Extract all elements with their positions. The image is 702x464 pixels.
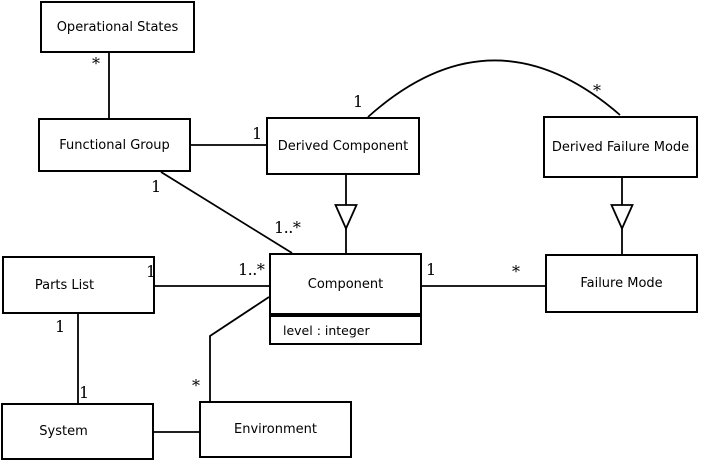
class-derived-component-label: Derived Component [277, 138, 409, 154]
multiplicity-environment-star: * [192, 376, 200, 395]
generalization-arrow-component-icon [334, 204, 358, 231]
class-component-label: Component [307, 276, 384, 292]
multiplicity-arc-derived-failure-mode-star: * [593, 81, 601, 100]
class-system-label: System [39, 424, 88, 439]
class-failure-mode: Failure Mode [545, 254, 698, 313]
class-component-attributes: level : integer [269, 315, 422, 345]
multiplicity-operational-states-star: * [92, 54, 100, 73]
edge-functional-group-component [160, 171, 293, 254]
class-component-attribute-level: level : integer [283, 322, 370, 338]
class-environment: Environment [199, 401, 352, 458]
multiplicity-parts-list-component-many: 1..* [238, 260, 265, 279]
multiplicity-derived-component-one: 1 [252, 124, 262, 143]
multiplicity-component-failure-mode-one: 1 [426, 260, 436, 279]
multiplicity-component-many: 1..* [274, 218, 301, 237]
multiplicity-failure-mode-star: * [512, 262, 520, 281]
class-functional-group: Functional Group [38, 118, 191, 172]
multiplicity-arc-derived-component-one: 1 [353, 92, 363, 111]
class-parts-list-label: Parts List [34, 277, 95, 293]
class-component: Component [269, 253, 422, 315]
class-functional-group-label: Functional Group [59, 137, 170, 153]
generalization-arrow-failure-mode-icon [610, 204, 634, 231]
multiplicity-parts-list-system-one: 1 [55, 317, 65, 336]
class-derived-component: Derived Component [266, 117, 420, 175]
edge-arc-derived-component-derived-failure-mode [367, 59, 621, 118]
class-derived-failure-mode-label: Derived Failure Mode [551, 139, 690, 155]
multiplicity-functional-group-one: 1 [151, 177, 161, 196]
class-system: System [1, 403, 154, 460]
multiplicity-parts-list-one: 1 [146, 262, 156, 281]
class-environment-label: Environment [233, 422, 317, 437]
edge-component-environment [209, 296, 270, 401]
class-parts-list: Parts List [2, 256, 155, 314]
class-derived-failure-mode: Derived Failure Mode [543, 116, 698, 178]
multiplicity-system-one: 1 [79, 383, 89, 402]
class-operational-states: Operational States [40, 1, 195, 53]
class-operational-states-label: Operational States [56, 19, 179, 35]
class-failure-mode-label: Failure Mode [580, 276, 663, 291]
